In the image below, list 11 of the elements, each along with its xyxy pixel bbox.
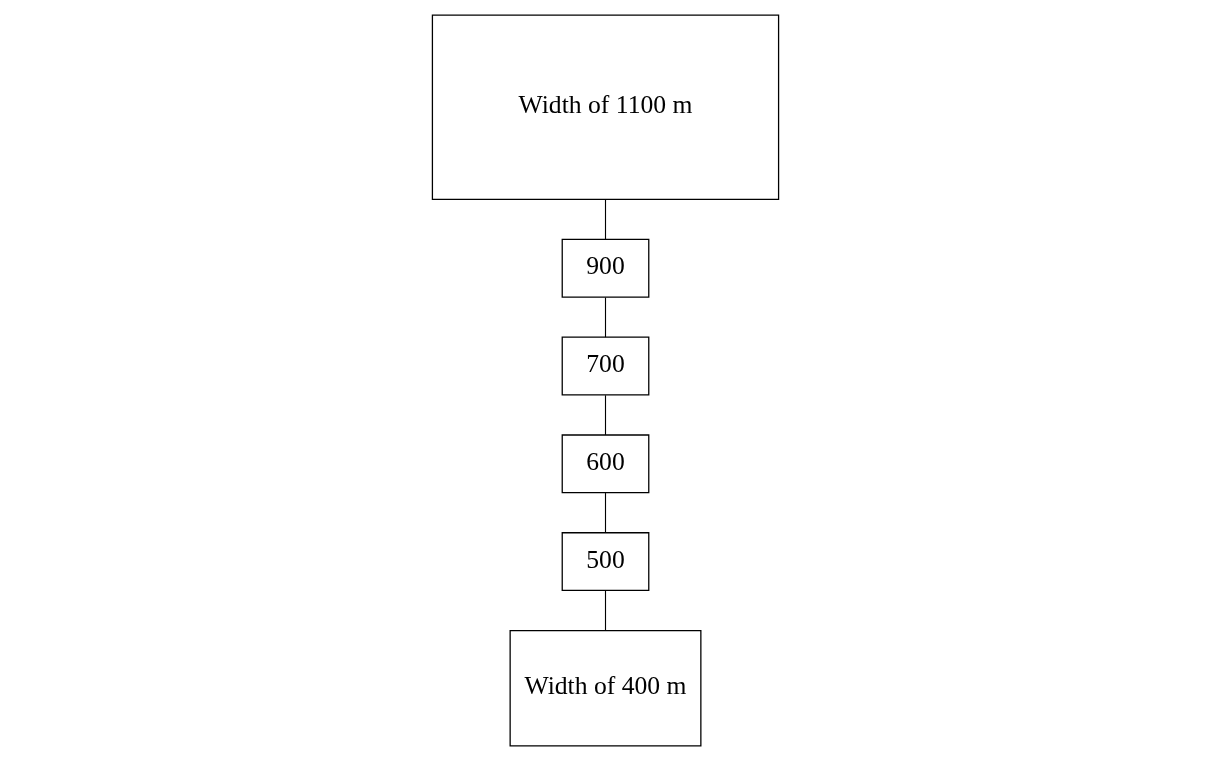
node-box: Width of 1100 m <box>431 14 779 201</box>
connector <box>604 296 606 338</box>
node-box: 900 <box>561 238 649 298</box>
connector <box>604 492 606 534</box>
node-box: Width of 400 m <box>509 629 701 747</box>
node-box: 700 <box>561 336 649 396</box>
node-box: 600 <box>561 434 649 494</box>
connector <box>604 590 606 631</box>
connector <box>604 199 606 240</box>
node-box: 500 <box>561 532 649 592</box>
connector <box>604 394 606 436</box>
